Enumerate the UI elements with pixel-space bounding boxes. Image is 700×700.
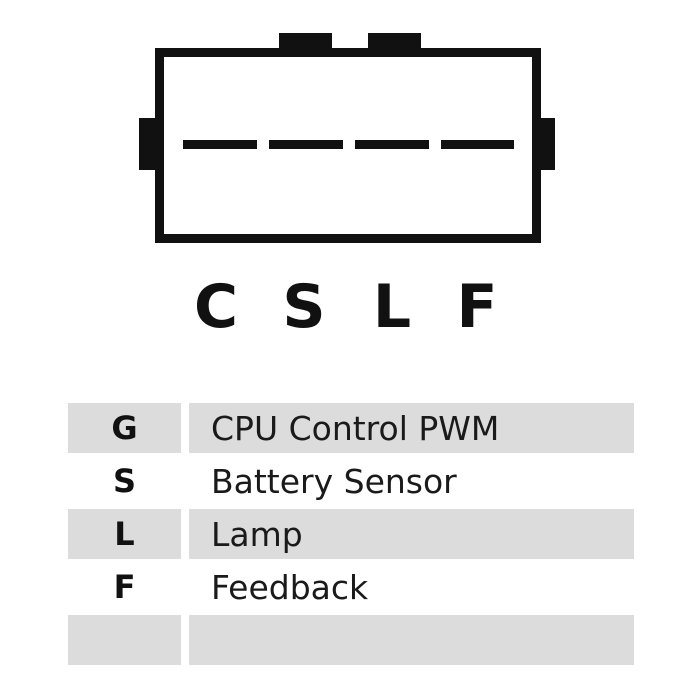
legend-row: L Lamp bbox=[68, 509, 634, 559]
legend-letter bbox=[68, 615, 181, 665]
legend-description: Lamp bbox=[189, 509, 634, 559]
connector-pin-slot bbox=[441, 140, 514, 149]
legend-row bbox=[68, 615, 634, 665]
legend-description: Battery Sensor bbox=[211, 461, 457, 501]
legend-letter: F bbox=[113, 568, 136, 606]
pin-label: S bbox=[282, 272, 326, 342]
legend-row: F Feedback bbox=[68, 562, 634, 612]
connector-pin-slot bbox=[183, 140, 257, 149]
legend-row: S Battery Sensor bbox=[68, 456, 634, 506]
legend-description: CPU Control PWM bbox=[189, 403, 634, 453]
legend-letter: L bbox=[68, 509, 181, 559]
legend-row: G CPU Control PWM bbox=[68, 403, 634, 453]
legend-letter: S bbox=[112, 462, 137, 500]
legend-description bbox=[189, 615, 634, 665]
pin-label: C bbox=[193, 272, 239, 342]
connector-pin-slot bbox=[355, 140, 429, 149]
connector-pin-slot bbox=[269, 140, 343, 149]
connector-plug-diagram bbox=[139, 33, 555, 243]
pin-label: F bbox=[456, 272, 498, 342]
legend-letter: G bbox=[68, 403, 181, 453]
pin-label: L bbox=[372, 272, 412, 342]
legend-description: Feedback bbox=[211, 567, 369, 607]
